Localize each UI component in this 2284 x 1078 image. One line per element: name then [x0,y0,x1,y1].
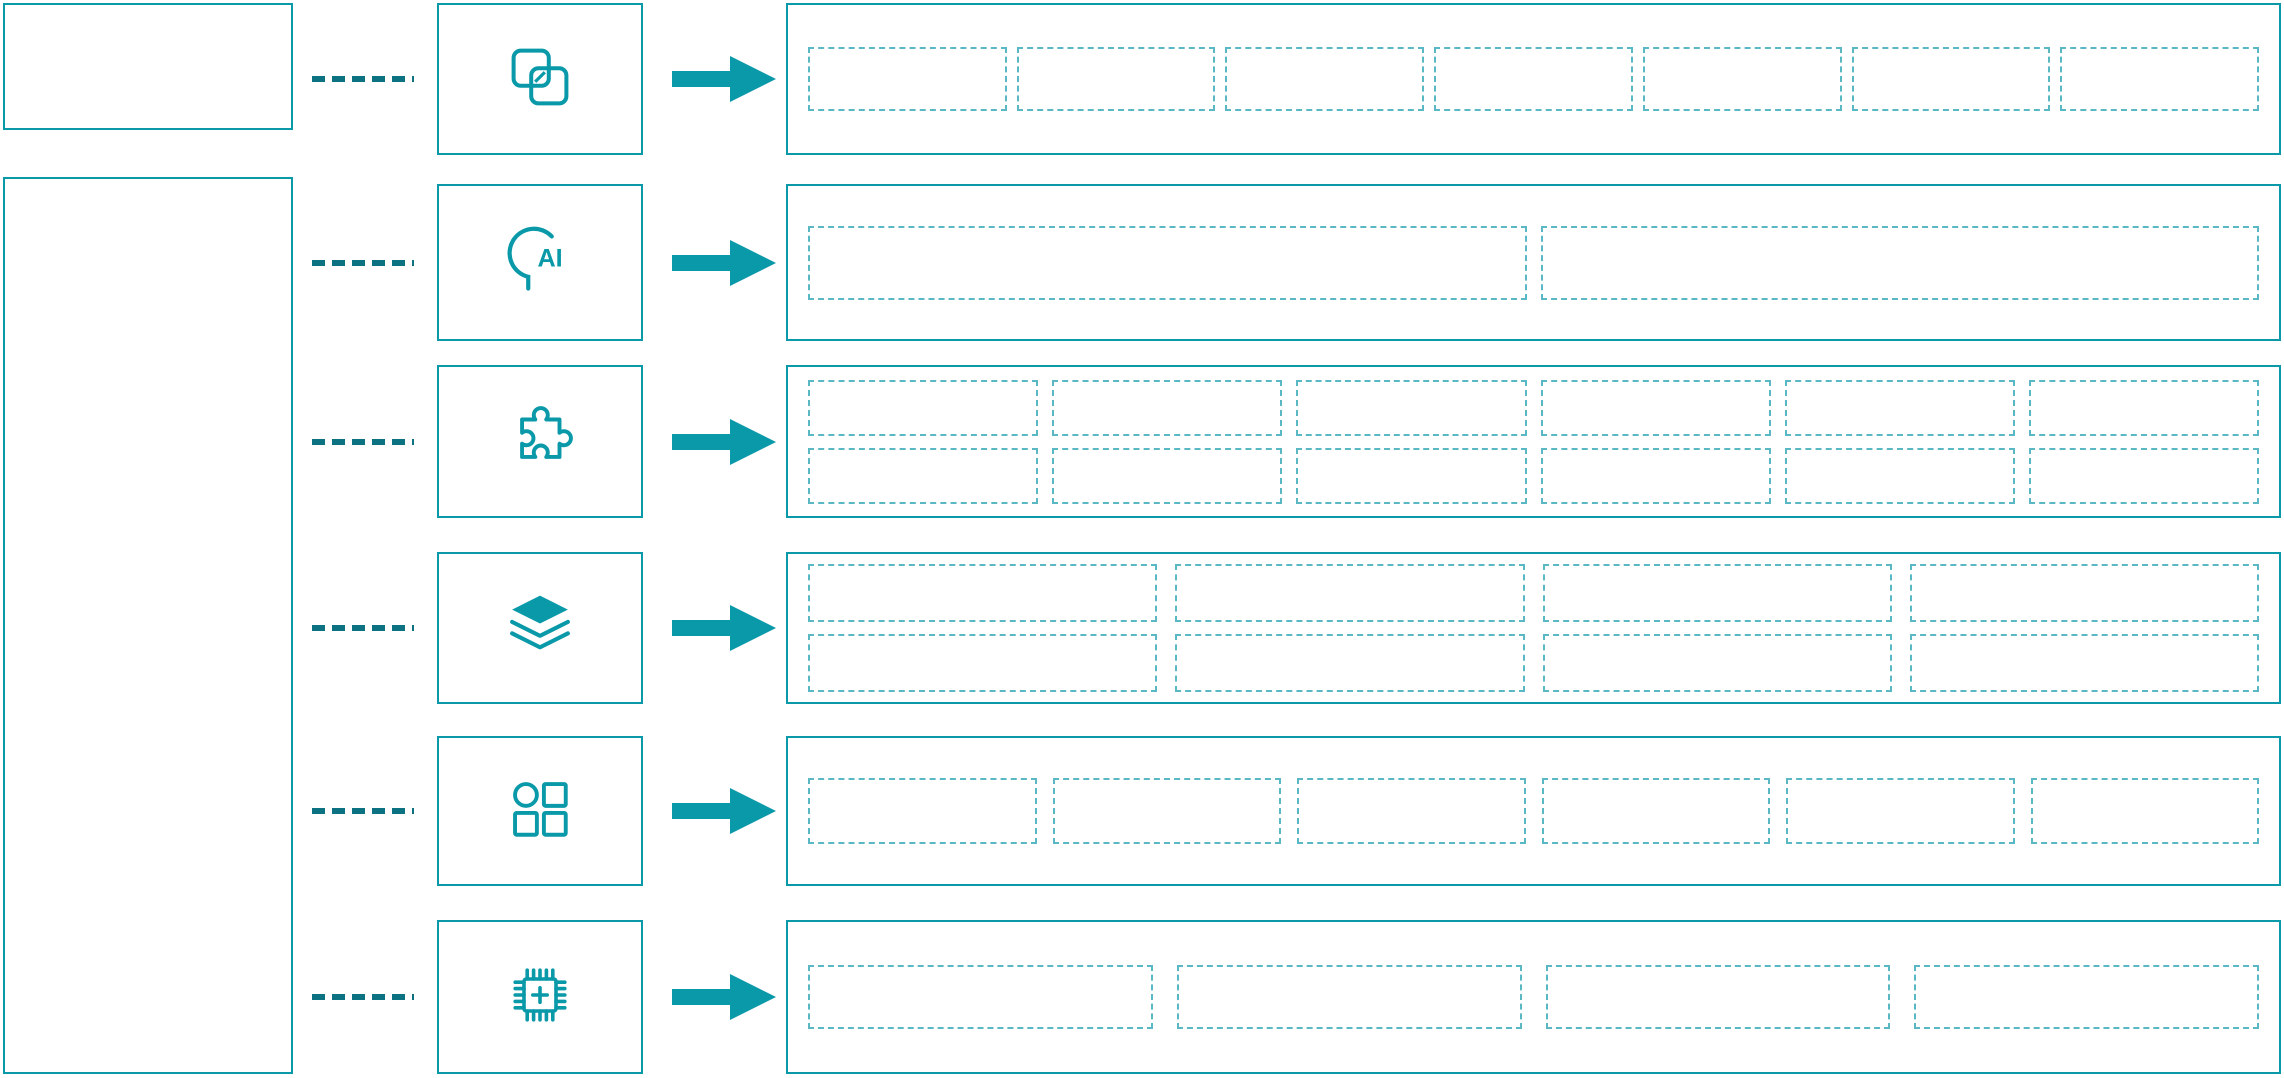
diagram-row-1 [0,3,2284,155]
dashed-connector [312,259,414,266]
placeholder-box [1540,447,1771,504]
placeholder-box [2060,47,2259,111]
placeholder-box [1540,379,1771,436]
content-container [786,3,2281,155]
icon-box: AI [437,184,643,341]
placeholder-box [1297,778,1526,844]
puzzle-piece-icon [501,400,579,483]
icon-box [437,3,643,155]
ai-head-icon: AI [498,218,582,307]
placeholder-box [1175,564,1525,622]
placeholder-box [1225,47,1425,111]
placeholder-box [1784,379,2015,436]
app-grid-icon [501,770,579,853]
placeholder-box [1909,634,2259,692]
placeholder-box [1542,634,1892,692]
dashed-connector [312,625,414,631]
placeholder-box [808,564,1158,622]
placeholder-box [1052,778,1281,844]
svg-text:AI: AI [537,245,562,273]
diagram-row-3 [0,365,2284,518]
placeholder-box [808,225,1527,300]
placeholder-grid [788,564,2279,692]
placeholder-box [808,634,1158,692]
placeholder-grid [788,965,2279,1029]
arrow-right-icon [668,365,780,518]
top-left-box [3,3,293,130]
arrow-right-icon [668,920,780,1074]
content-container [786,184,2281,341]
diagram-row-4 [0,552,2284,704]
chip-plus-icon [500,955,580,1040]
placeholder-box [1296,379,1527,436]
overlapping-squares-icon [500,37,580,122]
placeholder-box [2030,778,2259,844]
placeholder-box [1541,778,1770,844]
dashed-connector [312,808,414,814]
dashed-connector [312,438,414,445]
placeholder-box [1542,564,1892,622]
placeholder-box [1851,47,2051,111]
placeholder-box [808,778,1037,844]
placeholder-box [808,965,1153,1029]
placeholder-box [808,447,1039,504]
placeholder-box [1016,47,1216,111]
placeholder-box [1786,778,2015,844]
icon-box [437,365,643,518]
dashed-connector [312,994,414,1000]
arrow-right-icon [668,552,780,704]
icon-box [437,920,643,1074]
placeholder-box [1052,447,1283,504]
placeholder-box [1909,564,2259,622]
icon-box [437,552,643,704]
layers-icon [499,585,581,672]
placeholder-box [2028,379,2259,436]
arrow-right-icon [668,736,780,886]
left-tall-box [3,177,293,1074]
placeholder-box [2028,447,2259,504]
placeholder-grid [788,225,2279,300]
placeholder-box [1784,447,2015,504]
arrow-right-icon [668,184,780,341]
placeholder-box [1296,447,1527,504]
placeholder-box [1052,379,1283,436]
placeholder-box [808,47,1007,111]
arrow-right-icon [668,3,780,155]
placeholder-box [1540,225,2259,300]
diagram-row-2: AI [0,184,2284,341]
content-container [786,552,2281,704]
placeholder-grid [788,778,2279,844]
icon-box [437,736,643,886]
placeholder-box [808,379,1039,436]
dashed-connector [312,76,414,82]
placeholder-grid [788,47,2279,111]
placeholder-box [1434,47,1633,111]
content-container [786,920,2281,1074]
content-container [786,736,2281,886]
placeholder-grid [788,379,2279,504]
diagram-row-5 [0,736,2284,886]
placeholder-box [1642,47,1842,111]
placeholder-box [1176,965,1522,1029]
placeholder-box [1175,634,1525,692]
placeholder-box [1914,965,2259,1029]
placeholder-box [1545,965,1891,1029]
content-container [786,365,2281,518]
diagram-row-6 [0,920,2284,1074]
